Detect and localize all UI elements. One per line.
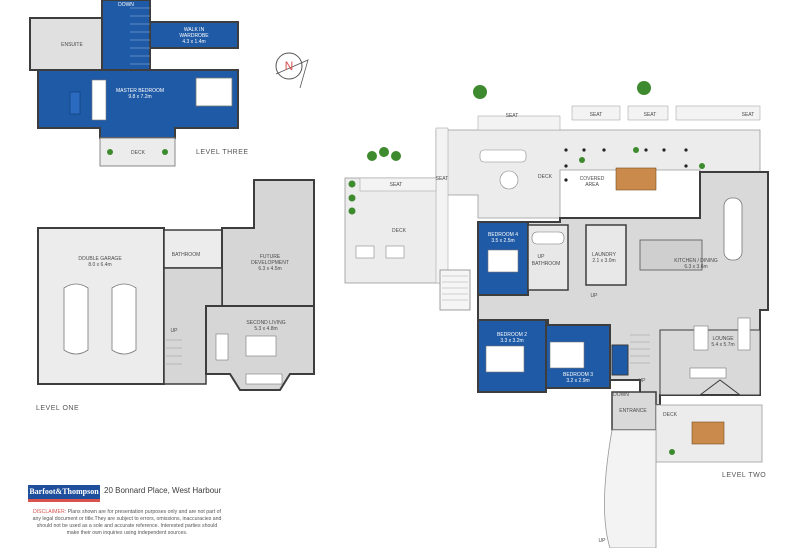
front-deck-label: DECK bbox=[663, 412, 678, 418]
brand-logo-bar bbox=[28, 499, 100, 502]
level-two-plan: SEAT SEAT SEAT SEAT SEAT SEAT DECK DECK … bbox=[344, 81, 769, 548]
bedroom-3-label: BEDROOM 3 bbox=[563, 372, 593, 378]
future-development-label-2: DEVELOPMENT bbox=[251, 260, 289, 266]
covered-area-label: COVERED bbox=[580, 176, 605, 182]
future-development-size: 6.3 x 4.5m bbox=[258, 266, 281, 272]
level-one-up-label: UP bbox=[171, 328, 179, 334]
seat-label-6: SEAT bbox=[436, 176, 449, 182]
second-living-size: 5.3 x 4.8m bbox=[254, 326, 277, 332]
ensuite-label: ENSUITE bbox=[61, 42, 83, 48]
property-address: 20 Bonnard Place, West Harbour bbox=[104, 486, 222, 495]
level-two-title: LEVEL TWO bbox=[722, 472, 766, 479]
seat-label-2: SEAT bbox=[590, 112, 603, 118]
master-bedroom-size: 9.8 x 7.2m bbox=[128, 94, 151, 100]
north-compass-icon: N bbox=[275, 52, 309, 89]
kitchen-dining-size: 6.3 x 3.6m bbox=[684, 264, 707, 270]
level-one-plan: DOUBLE GARAGE 8.0 x 6.4m BATHROOM FUTURE… bbox=[36, 179, 315, 412]
level-one-title: LEVEL ONE bbox=[36, 405, 79, 412]
west-deck-label: DECK bbox=[392, 228, 407, 234]
bedroom-3-size: 3.2 x 2.9m bbox=[566, 378, 589, 384]
seat-label-3: SEAT bbox=[644, 112, 657, 118]
bedroom-4-size: 3.5 x 2.5m bbox=[491, 238, 514, 244]
up-label-4: UP bbox=[599, 538, 607, 544]
lounge-size: 5.4 x 5.7m bbox=[711, 342, 734, 348]
stairs-down-label: DOWN bbox=[118, 2, 134, 8]
level-three-deck-label: DECK bbox=[131, 150, 146, 156]
disclaimer: DISCLAIMER: Plans shown are for presenta… bbox=[32, 509, 222, 537]
master-bedroom-label: MASTER BEDROOM bbox=[116, 88, 164, 94]
up-label-1: UP bbox=[538, 254, 546, 260]
disclaimer-label: DISCLAIMER: bbox=[32, 509, 67, 515]
seat-label-5: SEAT bbox=[390, 182, 403, 188]
bathroom-label: BATHROOM bbox=[532, 261, 561, 267]
up-label-2: UP bbox=[591, 293, 599, 299]
double-garage-label: DOUBLE GARAGE bbox=[78, 256, 122, 262]
walkin-wardrobe-label: WALK IN bbox=[184, 27, 205, 33]
laundry-size: 2.1 x 3.0m bbox=[592, 258, 615, 264]
deck-label: DECK bbox=[538, 174, 553, 180]
seat-label-4: SEAT bbox=[742, 112, 755, 118]
second-living-label: SECOND LIVING bbox=[246, 320, 285, 326]
compass-north-label: N bbox=[285, 59, 294, 73]
disclaimer-text: Plans shown are for presentation purpose… bbox=[32, 509, 222, 536]
bedroom-4-label: BEDROOM 4 bbox=[488, 232, 518, 238]
level-one-bathroom-label: BATHROOM bbox=[172, 252, 201, 258]
brand-logo: Barfoot&Thompson bbox=[28, 485, 100, 499]
lounge-label: LOUNGE bbox=[712, 336, 734, 342]
bedroom-2-label: BEDROOM 2 bbox=[497, 332, 527, 338]
walkin-wardrobe-size: 4.3 x 1.4m bbox=[182, 39, 205, 45]
seat-label-1: SEAT bbox=[506, 113, 519, 119]
kitchen-dining-label: KITCHEN / DINING bbox=[674, 258, 718, 264]
walkin-wardrobe-label-2: WARDROBE bbox=[179, 33, 209, 39]
covered-area-label-2: AREA bbox=[585, 182, 599, 188]
future-development-label: FUTURE bbox=[260, 254, 281, 260]
double-garage-size: 8.0 x 6.4m bbox=[88, 262, 111, 268]
up-label-3: UP bbox=[639, 378, 647, 384]
down-label: DOWN bbox=[613, 392, 629, 398]
level-three-plan: DECK DOWN ENSUITE WALK IN WARDROBE 4.3 x… bbox=[29, 0, 249, 167]
entrance-label: ENTRANCE bbox=[619, 408, 647, 414]
laundry-label: LAUNDRY bbox=[592, 252, 616, 258]
bedroom-2-size: 3.3 x 3.2m bbox=[500, 338, 523, 344]
level-three-title: LEVEL THREE bbox=[196, 149, 249, 156]
